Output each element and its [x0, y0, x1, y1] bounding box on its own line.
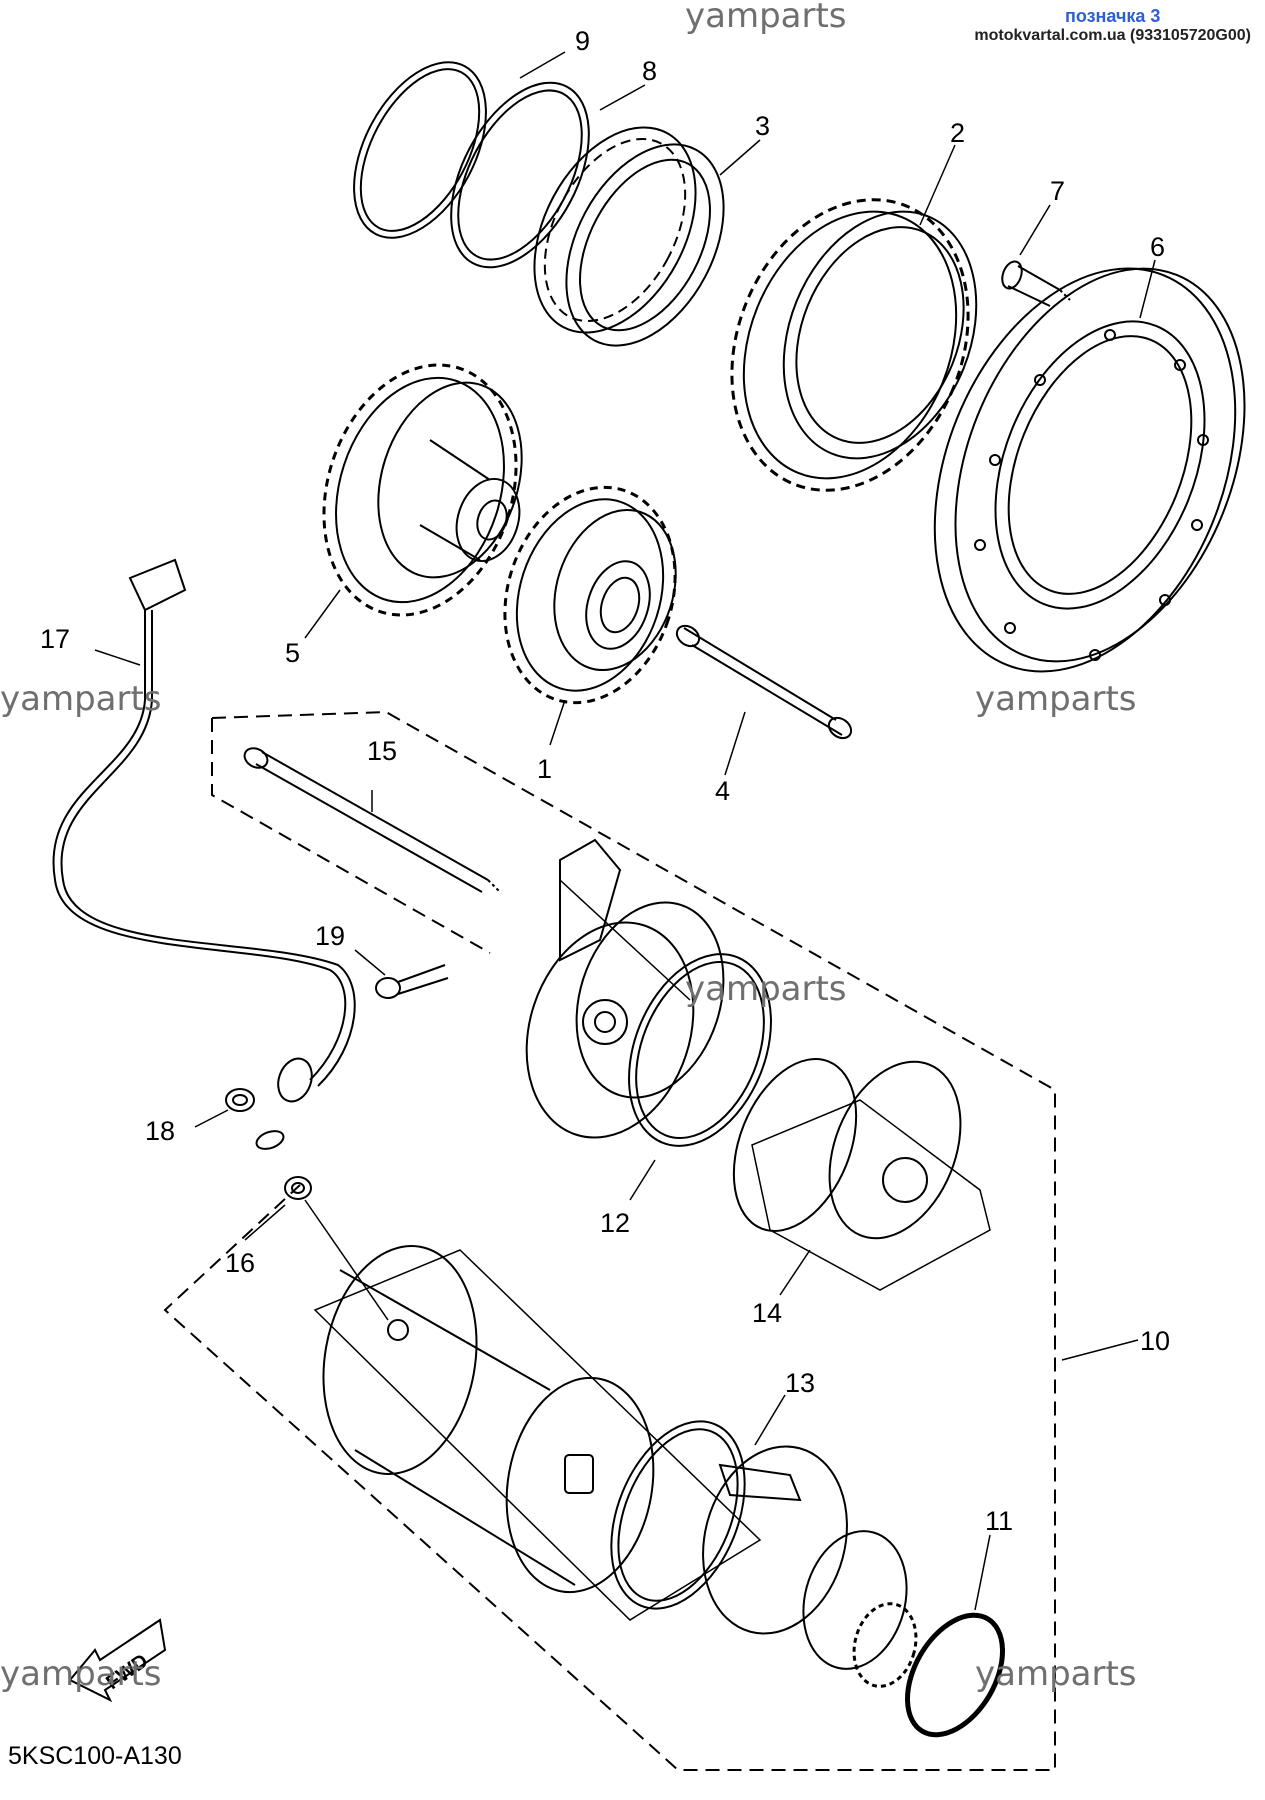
part-5-idle-gear: [322, 363, 523, 617]
callout-18: 18: [145, 1116, 175, 1146]
part-14-brush-holder-set: [732, 1058, 991, 1291]
part-6-clutch-housing-plate: [933, 267, 1246, 673]
header-title: позначка 3: [1064, 6, 1161, 26]
header-block: позначка 3 motokvartal.com.ua (933105720…: [974, 6, 1251, 46]
part-2-starter-wheel-gear: [730, 198, 978, 492]
part-12-o-ring: [628, 953, 772, 1147]
leader-lines: [94, 51, 1156, 1611]
watermarks: yamparts yamparts yamparts yamparts yamp…: [0, 0, 1137, 1694]
diagram-code: 5KSC100-A130: [8, 1742, 182, 1770]
callout-8: 8: [642, 56, 657, 86]
callout-16: 16: [225, 1248, 255, 1278]
part-11-o-ring: [905, 1612, 1005, 1738]
watermark-bottom-left: yamparts: [0, 1654, 162, 1694]
callout-10: 10: [1140, 1326, 1170, 1356]
callout-11: 11: [985, 1506, 1013, 1536]
watermark-bottom-right: yamparts: [975, 1654, 1137, 1694]
part-3-one-way-clutch: [533, 126, 725, 347]
callout-1: 1: [537, 754, 552, 784]
callout-13: 13: [785, 1368, 815, 1398]
header-site: motokvartal.com.ua (933105720G00): [974, 27, 1251, 44]
callout-17: 17: [40, 624, 70, 654]
fwd-arrow-icon: [68, 1618, 167, 1703]
callout-19: 19: [315, 921, 345, 951]
callout-14: 14: [752, 1298, 782, 1328]
part-17-lead-wire: [52, 558, 356, 1150]
watermark-top: yamparts: [685, 0, 847, 36]
callout-15: 15: [367, 736, 397, 766]
callout-12: 12: [600, 1208, 630, 1238]
part-9-circlip: [353, 61, 487, 239]
part-7-bolt: [1001, 260, 1071, 307]
callout-2: 2: [950, 118, 965, 148]
callout-9: 9: [575, 26, 590, 56]
part-8-ring: [450, 81, 590, 269]
callout-numbers: 9 8 3 2 7 6 5 1 4 17 15 19 18 16 12 14 1…: [40, 26, 1170, 1536]
callout-6: 6: [1150, 232, 1165, 262]
callout-5: 5: [285, 638, 300, 668]
callout-3: 3: [755, 111, 770, 141]
callout-4: 4: [715, 776, 730, 806]
starter-motor-body: [313, 1245, 762, 1621]
watermark-right: yamparts: [975, 679, 1137, 719]
callout-7: 7: [1050, 176, 1065, 206]
starter-motor-assembly-outline: [163, 710, 1056, 1771]
part-13-o-ring: [610, 1420, 746, 1610]
part-18-nut: [225, 1088, 255, 1112]
part-19-bolt: [375, 964, 449, 999]
starter-rear-cover: [702, 1445, 918, 1688]
part-16-nut: [284, 1176, 389, 1321]
part-15-long-bolt: [243, 747, 501, 893]
part-4-shaft: [675, 624, 853, 740]
part-1-gear: [503, 485, 677, 705]
watermark-center: yamparts: [685, 969, 847, 1009]
watermark-left: yamparts: [0, 679, 162, 719]
